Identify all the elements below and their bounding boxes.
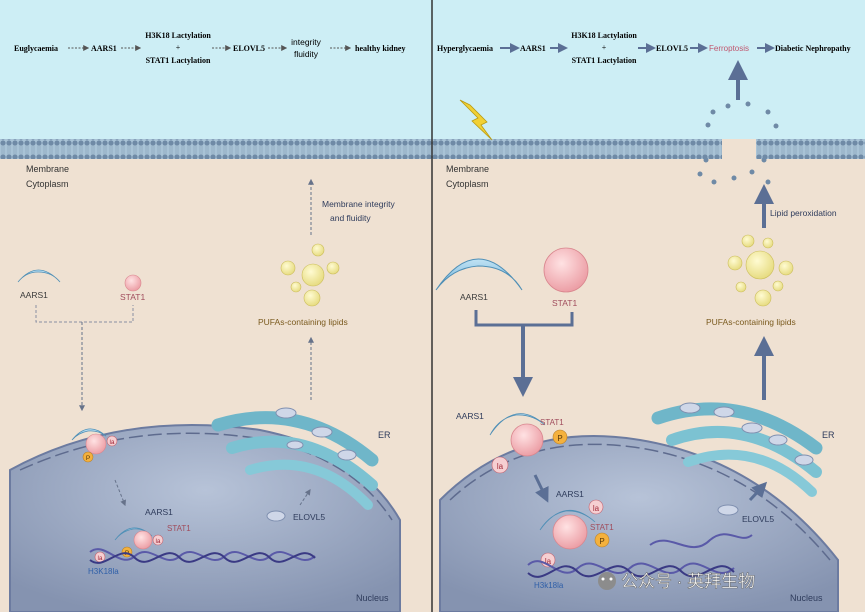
- left-er: [211, 407, 379, 510]
- left-stat1-protein: [124, 274, 142, 292]
- left-la-mark-2: la: [155, 538, 160, 545]
- right-elovl5-label: ELOVL5: [742, 514, 774, 524]
- left-path-euglycaemia: Euglycaemia: [14, 44, 58, 53]
- right-aars1-protein: [435, 258, 523, 291]
- right-elovl5-protein: [717, 504, 739, 516]
- left-path-aars1: AARS1: [91, 44, 117, 53]
- left-la-mark-1: la: [109, 439, 114, 446]
- right-stat1-complex: [510, 423, 544, 457]
- right-aars1-complex-label: AARS1: [456, 411, 484, 421]
- right-stat1-complex-label: STAT1: [540, 418, 564, 427]
- right-path-stat1: STAT1 Lactylation: [572, 56, 637, 65]
- left-aars1-protein: [17, 269, 61, 283]
- left-membrane-label: Membrane: [26, 164, 69, 174]
- right-p-mark-2: P: [599, 537, 604, 546]
- right-er-label: ER: [822, 430, 835, 440]
- right-dna-strand-a: [527, 560, 735, 574]
- left-membrane-integrity-2: and fluidity: [330, 213, 371, 223]
- right-membrane-label: Membrane: [446, 164, 489, 174]
- left-stat1-complex: [85, 433, 107, 455]
- right-aars1-nuc-label: AARS1: [556, 489, 584, 499]
- left-pufa-lipids: [280, 243, 340, 307]
- hyperglycaemia-bolt-icon: [459, 99, 493, 141]
- right-la-mark-3: la: [545, 557, 552, 566]
- right-p-mark-1: P: [557, 434, 562, 443]
- right-nucleus-label: Nucleus: [790, 593, 823, 603]
- right-la-mark-1: la: [497, 462, 504, 471]
- right-stat1-dna-complex: [552, 514, 588, 550]
- left-stat1-label: STAT1: [120, 292, 145, 302]
- right-pufa-lipids: [727, 234, 794, 307]
- left-la-mark-3: la: [97, 555, 102, 562]
- right-path-diabetic-nephropathy: Diabetic Nephropathy: [775, 44, 851, 53]
- wechat-icon: [598, 572, 616, 590]
- right-h3k18la-label: H3k18la: [534, 581, 564, 590]
- left-path-elovl5: ELOVL5: [233, 44, 265, 53]
- right-path-elovl5: ELOVL5: [656, 44, 688, 53]
- left-path-stat1: STAT1 Lactylation: [146, 56, 211, 65]
- right-er: [651, 402, 823, 497]
- right-stat1-label: STAT1: [552, 298, 577, 308]
- left-path-healthy-kidney: healthy kidney: [355, 44, 405, 53]
- right-dna-strand-b: [527, 565, 735, 578]
- right-path-aars1: AARS1: [520, 44, 546, 53]
- membrane-rupture: [722, 139, 756, 159]
- left-path-integrity: integrity: [291, 37, 322, 47]
- left-pufa-label: PUFAs-containing lipids: [258, 317, 348, 327]
- right-lipid-peroxidation-label: Lipid peroxidation: [770, 208, 837, 218]
- left-elovl5-protein: [266, 510, 286, 522]
- left-path-fluidity: fluidity: [294, 49, 319, 59]
- left-aars1-label: AARS1: [20, 290, 48, 300]
- lipid-debris: [697, 101, 779, 185]
- left-membrane-integrity-1: Membrane integrity: [322, 199, 396, 209]
- left-panel: Euglycaemia AARS1 H3K18 Lactylation + ST…: [9, 31, 405, 612]
- left-h3k18la-label: H3K18la: [88, 567, 119, 576]
- watermark: 公众号 · 英拜生物: [598, 572, 755, 591]
- right-path-h3k18: H3K18 Lactylation: [571, 31, 637, 40]
- left-aars1-nuc-label: AARS1: [145, 507, 173, 517]
- left-dna-strand-b: [89, 552, 316, 564]
- right-path-hyperglycaemia: Hyperglycaemia: [437, 44, 493, 53]
- right-path-plus: +: [602, 43, 607, 52]
- left-elovl5-label: ELOVL5: [293, 512, 325, 522]
- right-cytoplasm-label: Cytoplasm: [446, 179, 489, 189]
- left-cytoplasm-label: Cytoplasm: [26, 179, 69, 189]
- left-nucleus-label: Nucleus: [356, 593, 389, 603]
- right-la-mark-2: la: [593, 504, 600, 513]
- watermark-text: 公众号 · 英拜生物: [621, 572, 755, 591]
- left-path-h3k18: H3K18 Lactylation: [145, 31, 211, 40]
- right-panel: Hyperglycaemia AARS1 H3K18 Lactylation +…: [435, 31, 851, 612]
- right-nucleus: [439, 435, 839, 612]
- right-pufa-label: PUFAs-containing lipids: [706, 317, 796, 327]
- left-stat1-dna-complex: [133, 530, 153, 550]
- right-stat1-nuc-label: STAT1: [590, 523, 614, 532]
- left-path-plus: +: [176, 43, 181, 52]
- left-stat1-nuc-label: STAT1: [167, 524, 191, 533]
- left-p-mark-1: P: [86, 455, 90, 462]
- right-stat1-protein: [543, 247, 589, 293]
- right-path-ferroptosis: Ferroptosis: [709, 44, 749, 53]
- right-aars1-label: AARS1: [460, 292, 488, 302]
- left-er-label: ER: [378, 430, 391, 440]
- left-nucleus: [9, 424, 401, 612]
- left-dna-strand-a: [89, 548, 316, 562]
